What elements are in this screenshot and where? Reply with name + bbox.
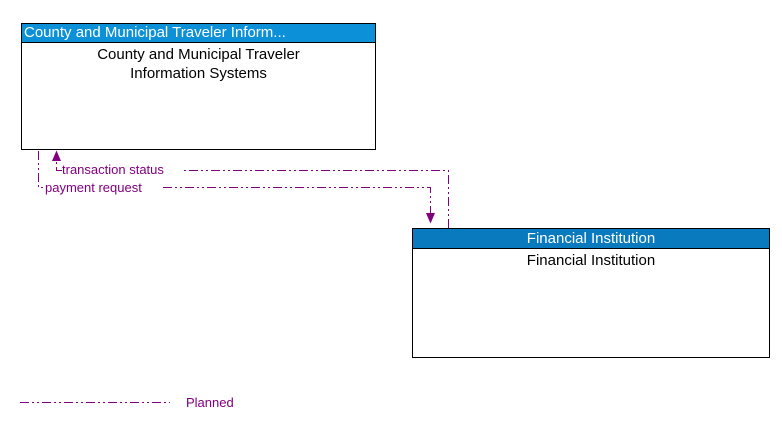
transaction-status-line (182, 170, 449, 228)
flow-label-payment-request[interactable]: payment request (45, 180, 142, 195)
element-body-financial-institution: Financial Institution (413, 249, 769, 270)
element-header-financial-institution[interactable]: Financial Institution (413, 229, 769, 249)
element-body-county-traveler-info: County and Municipal Traveler Informatio… (22, 43, 375, 83)
element-header-county-traveler-info[interactable]: County and Municipal Traveler Inform... (22, 24, 375, 43)
payment-request-arrowhead-icon (426, 213, 435, 224)
payment-request-line-start (38, 151, 44, 188)
element-body-label: County and Municipal Traveler Informatio… (97, 46, 300, 82)
element-box-financial-institution[interactable]: Financial Institution Financial Institut… (412, 228, 770, 358)
element-body-label: Financial Institution (526, 252, 656, 269)
transaction-status-arrowhead-icon (52, 150, 61, 161)
legend-planned-label: Planned (186, 395, 234, 410)
flow-label-transaction-status[interactable]: transaction status (62, 162, 164, 177)
payment-request-line-end (163, 187, 431, 213)
element-box-county-traveler-info[interactable]: County and Municipal Traveler Inform... … (21, 23, 376, 150)
